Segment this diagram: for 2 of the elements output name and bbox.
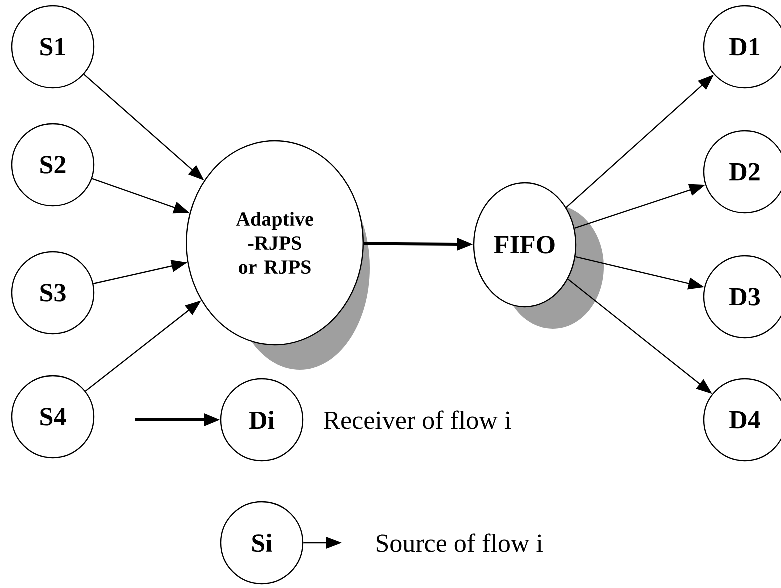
legend-text: Source of flow i: [376, 534, 543, 552]
legend-text: Receiver of flow i: [324, 410, 512, 430]
